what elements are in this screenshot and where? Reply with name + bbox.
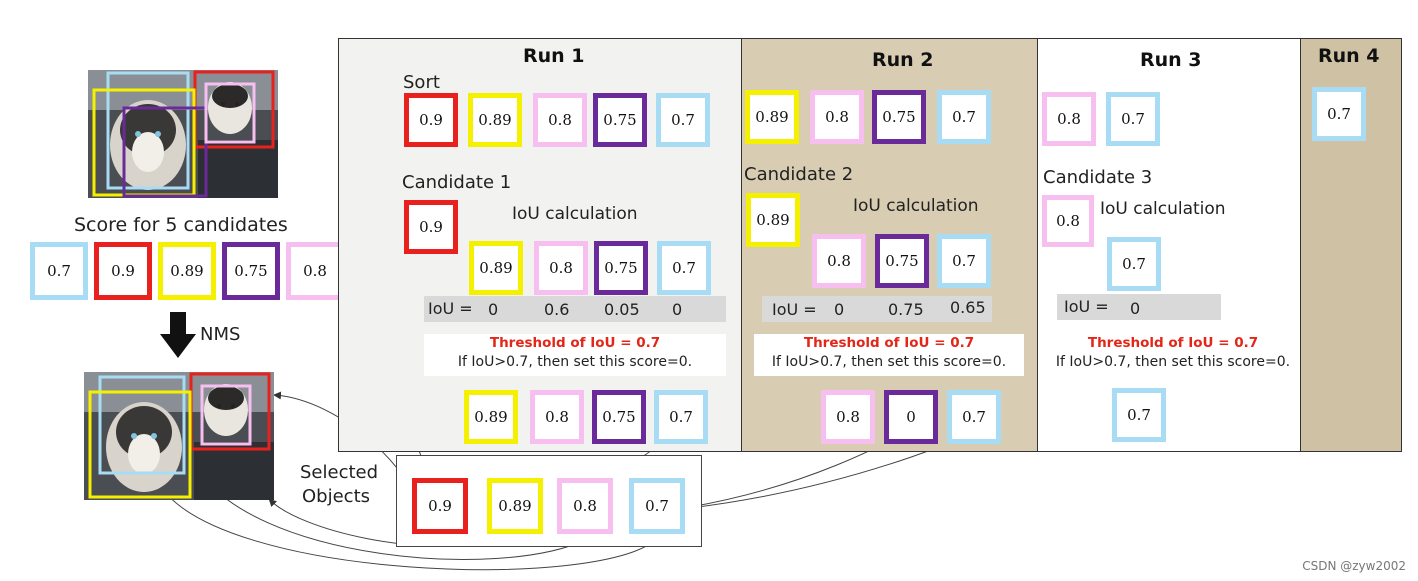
husky-photo-bottom-icon (84, 372, 274, 500)
run4-title: Run 4 (1318, 45, 1380, 67)
run2-iou-calc-label: IoU calculation (853, 196, 979, 216)
run2-candidate-label: Candidate 2 (744, 164, 854, 185)
run3-iou-bar (1057, 294, 1221, 320)
husky-photo-top-icon (88, 70, 278, 198)
run1-sorted-score-box: 0.75 (593, 93, 647, 147)
run1-sorted-score-box: 0.9 (404, 93, 458, 147)
run1-compare-score-box: 0.75 (594, 241, 648, 295)
run1-result-score-box: 0.75 (592, 390, 646, 444)
run3-threshold-box: Threshold of IoU = 0.7 If IoU>0.7, then … (1048, 334, 1298, 378)
selected-items-score-box: 0.8 (557, 478, 613, 534)
run2-compare-score-box: 0.8 (812, 234, 866, 288)
left-scores-score-box: 0.89 (158, 242, 216, 300)
selected-items-score-box: 0.7 (629, 478, 685, 534)
run3-threshold-title: Threshold of IoU = 0.7 (1087, 335, 1259, 351)
run2-compare-score-box: 0.75 (875, 234, 929, 288)
run1-result-score-box: 0.7 (654, 390, 708, 444)
run2-threshold-rule: If IoU>0.7, then set this score=0. (771, 354, 1007, 370)
run1-sorted-score-box: 0.89 (468, 93, 522, 147)
run1-sorted-score-box: 0.8 (533, 93, 587, 147)
run2-result-score-box: 0.7 (947, 390, 1001, 444)
run3-threshold-rule: If IoU>0.7, then set this score=0. (1055, 354, 1291, 370)
run3-iou-vals-value: 0 (1130, 299, 1141, 318)
run2-candidate-score-box: 0.89 (746, 193, 800, 247)
run1-result-score-box: 0.89 (464, 390, 518, 444)
run2-iou-bar (762, 296, 992, 322)
run3-compare-score-box: 0.7 (1107, 237, 1161, 291)
run3-iou-label: IoU = (1064, 297, 1109, 316)
run1-candidate-label: Candidate 1 (402, 172, 512, 193)
run1-iou-vals-value: 0.05 (604, 300, 640, 319)
run2-title: Run 2 (872, 49, 934, 71)
down-arrow-icon (160, 312, 196, 362)
run1-compare-score-box: 0.8 (534, 241, 588, 295)
run1-iou-vals-value: 0 (672, 300, 683, 319)
run2-sorted-score-box: 0.8 (810, 90, 864, 144)
watermark: CSDN @zyw2002 (1302, 559, 1406, 573)
run1-threshold-title: Threshold of IoU = 0.7 (489, 335, 661, 351)
run3-sorted-score-box: 0.7 (1106, 92, 1160, 146)
run2-sorted-score-box: 0.89 (745, 90, 799, 144)
run3-result-score-box: 0.7 (1112, 388, 1166, 442)
run2-compare-score-box: 0.7 (937, 234, 991, 288)
selected-items-score-box: 0.89 (487, 478, 543, 534)
selected-label-line2: Objects (302, 486, 371, 507)
run1-candidate-score-box: 0.9 (404, 200, 458, 254)
run1-sort-label: Sort (403, 72, 440, 93)
selected-items-score-box: 0.9 (412, 478, 468, 534)
left-scores-score-box: 0.75 (222, 242, 280, 300)
run3-candidate-score-box: 0.8 (1042, 195, 1094, 247)
run1-threshold-rule: If IoU>0.7, then set this score=0. (457, 354, 693, 370)
run1-compare-score-box: 0.89 (469, 241, 523, 295)
run1-iou-vals-value: 0.6 (544, 300, 570, 319)
run2-iou-label: IoU = (772, 300, 817, 319)
run2-result-score-box: 0 (884, 390, 938, 444)
run2-iou-vals-value: 0.75 (888, 300, 924, 319)
run2-iou-vals-value: 0 (834, 300, 845, 319)
run1-iou-calc-label: IoU calculation (512, 204, 638, 224)
run1-iou-vals-value: 0 (488, 300, 499, 319)
left-scores-score-box: 0.9 (94, 242, 152, 300)
run1-threshold-box: Threshold of IoU = 0.7 If IoU>0.7, then … (424, 334, 726, 376)
run1-sorted-score-box: 0.7 (656, 93, 710, 147)
run3-candidate-label: Candidate 3 (1043, 167, 1153, 188)
run3-sorted-score-box: 0.8 (1042, 92, 1096, 146)
run2-threshold-box: Threshold of IoU = 0.7 If IoU>0.7, then … (754, 334, 1024, 376)
run1-iou-label: IoU = (428, 299, 473, 318)
run2-sorted-score-box: 0.7 (937, 90, 991, 144)
nms-label: NMS (200, 324, 241, 345)
top-image (88, 70, 278, 198)
run3-iou-calc-label: IoU calculation (1100, 199, 1226, 219)
run2-iou-vals-value: 0.65 (950, 298, 986, 317)
run1-iou-bar (424, 296, 726, 322)
run1-result-score-box: 0.8 (530, 390, 584, 444)
run3-title: Run 3 (1140, 49, 1202, 71)
run2-result-score-box: 0.8 (821, 390, 875, 444)
run2-sorted-score-box: 0.75 (872, 90, 926, 144)
left-scores-score-box: 0.8 (286, 242, 344, 300)
run4-sorted-score-box: 0.7 (1312, 87, 1366, 141)
left-scores-score-box: 0.7 (30, 242, 88, 300)
run1-title: Run 1 (523, 45, 585, 67)
score-label: Score for 5 candidates (74, 214, 288, 236)
curve-selected-to-image-d (158, 483, 656, 571)
run1-compare-score-box: 0.7 (657, 241, 711, 295)
bottom-image (84, 372, 274, 500)
run2-threshold-title: Threshold of IoU = 0.7 (803, 335, 975, 351)
selected-label-line1: Selected (300, 462, 379, 483)
